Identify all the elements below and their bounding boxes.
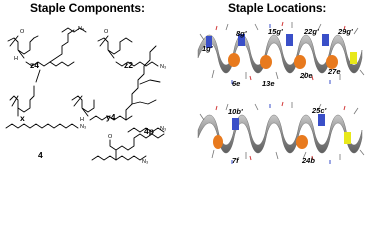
staple-24b xyxy=(296,135,308,149)
staple-25c xyxy=(318,114,325,126)
location-7f: 7f xyxy=(232,156,239,165)
helix-structures xyxy=(197,21,365,164)
staple-1g xyxy=(206,36,212,48)
location-24b: 24b xyxy=(302,156,315,165)
location-6e: 6e xyxy=(232,79,241,88)
z4-oxygen: O xyxy=(20,29,25,35)
location-27e: 27e xyxy=(328,67,341,76)
z4-nh: H xyxy=(14,56,18,62)
staple-20e xyxy=(294,55,306,69)
y4-structure xyxy=(71,45,161,121)
label-4p: 4p xyxy=(144,126,154,136)
staple-10b xyxy=(232,118,239,130)
staple-8g xyxy=(238,34,245,46)
location-25c: 25c' xyxy=(312,106,327,115)
location-15g: 15g' xyxy=(268,27,283,36)
staple-yellow-bottom xyxy=(344,132,351,144)
label-x: x xyxy=(20,113,25,123)
staple-6e xyxy=(228,53,240,67)
label-y4: y4 xyxy=(106,112,116,122)
label-4: 4 xyxy=(38,150,43,160)
y4-nh: H xyxy=(80,117,84,123)
bottom-helix xyxy=(197,101,365,164)
components-title: Staple Components: xyxy=(30,1,145,15)
location-20e: 20e xyxy=(300,71,313,80)
location-29g: 29g' xyxy=(338,27,353,36)
z4-structure xyxy=(7,27,87,67)
z2-structure xyxy=(97,35,159,67)
staple-13e xyxy=(260,55,272,69)
staple-7f xyxy=(213,135,223,149)
four-p-structure xyxy=(91,127,165,161)
staple-15g xyxy=(286,34,293,46)
staple-27e xyxy=(326,55,338,69)
staple-22g xyxy=(322,34,329,46)
top-helix xyxy=(197,21,365,84)
location-13e: 13e xyxy=(262,79,275,88)
z4-n3: N₃ xyxy=(78,26,84,32)
label-z4: z4 xyxy=(30,60,39,70)
z2-oxygen: O xyxy=(104,29,109,35)
location-22g: 22g' xyxy=(304,27,319,36)
x-structure xyxy=(9,69,41,117)
z2-n3: N₃ xyxy=(160,64,166,70)
four-p-n3-upper: N₃ xyxy=(160,126,166,132)
chemical-structures: O H N₃ O N₃ H N₃ N₃ O N₃ xyxy=(5,26,166,165)
locations-title: Staple Locations: xyxy=(228,1,327,15)
location-8g: 8g' xyxy=(236,29,247,38)
four-n3: N₃ xyxy=(80,124,86,130)
location-1g: 1g' xyxy=(202,44,213,53)
location-10b: 10b' xyxy=(228,107,243,116)
four-p-oxygen: O xyxy=(108,134,113,140)
label-z2: z2 xyxy=(124,60,133,70)
staple-29g xyxy=(350,52,357,64)
four-structure xyxy=(5,123,79,129)
four-p-n3: N₃ xyxy=(142,159,148,165)
